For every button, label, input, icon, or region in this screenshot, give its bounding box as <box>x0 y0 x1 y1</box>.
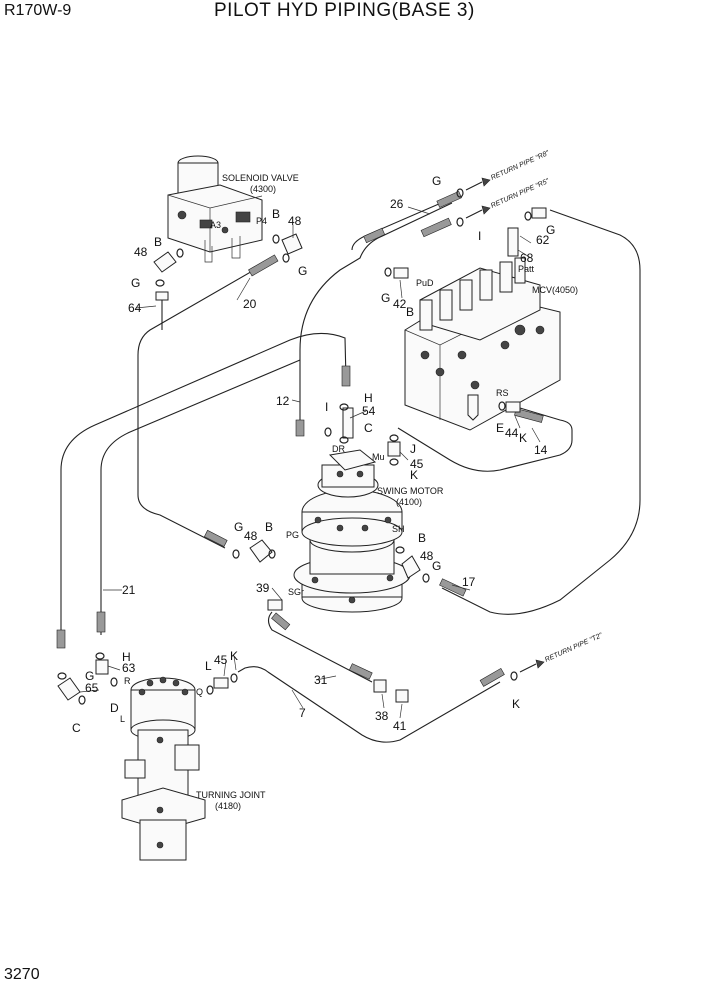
callout-31: 31 <box>314 673 328 687</box>
callout-b-solenoid-left: B <box>154 235 162 249</box>
callout-41: 41 <box>393 719 407 733</box>
port-label-l: L <box>120 714 125 724</box>
callout-12: 12 <box>276 394 290 408</box>
callout-62: 62 <box>536 233 550 247</box>
swing-motor-code: (4100) <box>396 497 422 507</box>
callout-i-swing-motor: I <box>325 400 328 414</box>
callout-g-mcv-top: G <box>546 223 555 237</box>
solenoid-valve-fittings <box>153 233 303 301</box>
turning-joint-body <box>121 676 206 861</box>
callout-k-mcv: K <box>519 431 527 445</box>
callout-21: 21 <box>122 583 136 597</box>
solenoid-valve-body <box>167 155 263 263</box>
callout-k-return-t2: K <box>512 697 520 711</box>
return-pipe-t2-label: RETURN PIPE "T2" <box>544 632 604 664</box>
callout-g-swing-right: G <box>432 559 441 573</box>
callout-b-swing-left: B <box>265 520 273 534</box>
callout-39: 39 <box>256 581 270 595</box>
port-label-sh: SH <box>392 524 405 534</box>
callout-g-solenoid-right: G <box>298 264 307 278</box>
turning-joint-code: (4180) <box>215 801 241 811</box>
callout-h-turning-joint: H <box>122 650 131 664</box>
callout-14: 14 <box>534 443 548 457</box>
page-title: PILOT HYD PIPING(BASE 3) <box>214 0 475 21</box>
callout-h-swing-motor: H <box>364 391 373 405</box>
callout-c-swing-motor: C <box>364 421 373 435</box>
hose-31 <box>267 611 373 683</box>
callout-b-mcv: B <box>406 305 414 319</box>
callout-42: 42 <box>393 297 407 311</box>
callout-54: 54 <box>362 404 376 418</box>
callout-i-return-r5: I <box>478 229 481 243</box>
port-label-rs: RS <box>496 388 509 398</box>
letter-callouts: G B B G G I G G B H I C E K J K G B B G … <box>72 174 555 735</box>
callout-45-turning-joint: 45 <box>214 653 228 667</box>
callout-g-turning-joint: G <box>85 669 94 683</box>
callout-68: 68 <box>520 251 534 265</box>
mcv-fittings <box>384 188 547 681</box>
page-number: 3270 <box>4 966 40 983</box>
hose-17 <box>441 209 641 615</box>
swing-motor-label: SWING MOTOR <box>377 486 444 496</box>
callout-e-mcv: E <box>496 421 504 435</box>
callout-g-swing-left: G <box>234 520 243 534</box>
callout-leaders <box>79 206 541 719</box>
callout-g-mcv-left: G <box>381 291 390 305</box>
callout-l-turning-joint: L <box>205 659 212 673</box>
callout-d-turning-joint: D <box>110 701 119 715</box>
solenoid-valve-code: (4300) <box>250 184 276 194</box>
return-pipe-r5-label: RETURN PIPE "R5" <box>490 178 551 210</box>
callout-38: 38 <box>375 709 389 723</box>
callout-k-swing-motor: K <box>410 468 418 482</box>
swing-motor-body <box>293 449 411 613</box>
callout-63: 63 <box>122 661 136 675</box>
hose-12 <box>299 202 453 430</box>
part-number-callouts: 26 20 64 48 48 42 62 68 12 54 44 14 45 4… <box>85 197 550 733</box>
port-label-p4: P4 <box>256 216 267 226</box>
port-label-r: R <box>124 676 131 686</box>
port-label-a3: A3 <box>210 220 221 230</box>
port-label-dr: DR <box>332 444 345 454</box>
callout-48-solenoid-left: 48 <box>134 245 148 259</box>
callout-64: 64 <box>128 301 142 315</box>
callout-65: 65 <box>85 681 99 695</box>
callout-b-solenoid-right: B <box>272 207 280 221</box>
swing-motor-fittings <box>232 403 430 611</box>
callout-j-swing-motor: J <box>410 442 416 456</box>
return-pipe-r8-label: RETURN PIPE "R8" <box>490 150 551 182</box>
callout-g-return-r8: G <box>432 174 441 188</box>
callout-b-swing-right: B <box>418 531 426 545</box>
return-pipe-arrows <box>465 177 545 673</box>
callout-48-solenoid-right: 48 <box>288 214 302 228</box>
callout-48-swing-right: 48 <box>420 549 434 563</box>
port-label-q: Q <box>196 687 203 697</box>
callout-44: 44 <box>505 426 519 440</box>
callout-48-swing-left: 48 <box>244 529 258 543</box>
hose-21-outer <box>60 332 347 648</box>
hose-7 <box>237 666 501 743</box>
callout-g-solenoid-left: G <box>131 276 140 290</box>
port-label-pg: PG <box>286 530 299 540</box>
callout-17: 17 <box>462 575 476 589</box>
callout-c-turning-joint: C <box>72 721 81 735</box>
callout-45-swing-motor: 45 <box>410 457 424 471</box>
port-label-pud: PuD <box>416 278 434 288</box>
port-label-patt: Patt <box>518 264 535 274</box>
solenoid-valve-label: SOLENOID VALVE <box>222 173 299 183</box>
hose-20 <box>137 261 269 549</box>
turning-joint-label: TURNING JOINT <box>196 790 266 800</box>
turning-joint-fittings <box>57 652 409 705</box>
port-label-mu: Mu <box>372 452 385 462</box>
callout-7: 7 <box>299 706 306 720</box>
mcv-body <box>404 257 561 431</box>
callout-26: 26 <box>390 197 404 211</box>
mcv-label: MCV(4050) <box>532 285 578 295</box>
port-label-sgr: SGr <box>288 587 304 597</box>
hose-14 <box>397 407 573 472</box>
callout-k-turning-joint: K <box>230 649 238 663</box>
model-number: R170W-9 <box>4 2 72 19</box>
callout-20: 20 <box>243 297 257 311</box>
